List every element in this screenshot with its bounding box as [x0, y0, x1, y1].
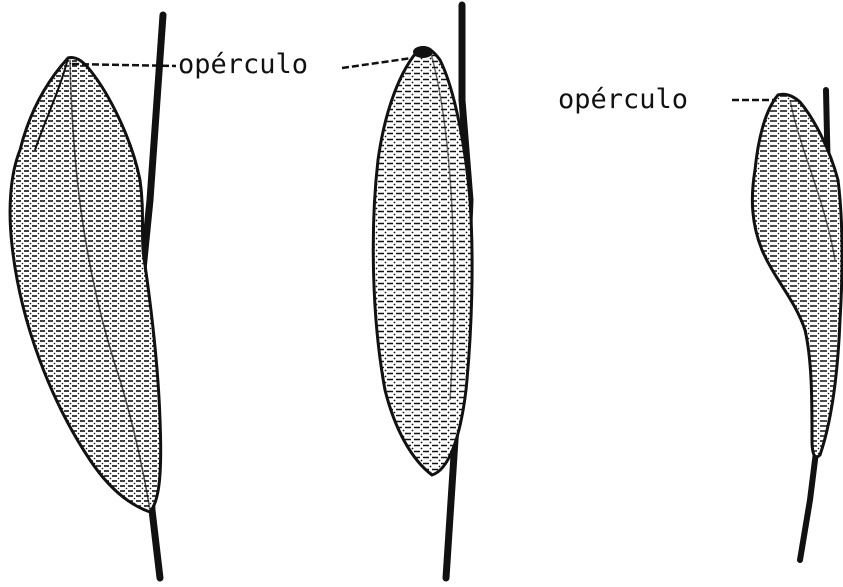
specimen-right — [732, 90, 842, 560]
specimen-left — [10, 15, 176, 578]
operculum-label-1: opérculo — [178, 49, 308, 80]
case-body-left — [10, 58, 161, 513]
case-body-right — [752, 94, 842, 457]
operculum-label-2: opérculo — [558, 84, 688, 115]
case-body-middle — [373, 48, 472, 476]
leader-line-middle — [342, 58, 412, 68]
specimen-middle — [342, 5, 472, 578]
